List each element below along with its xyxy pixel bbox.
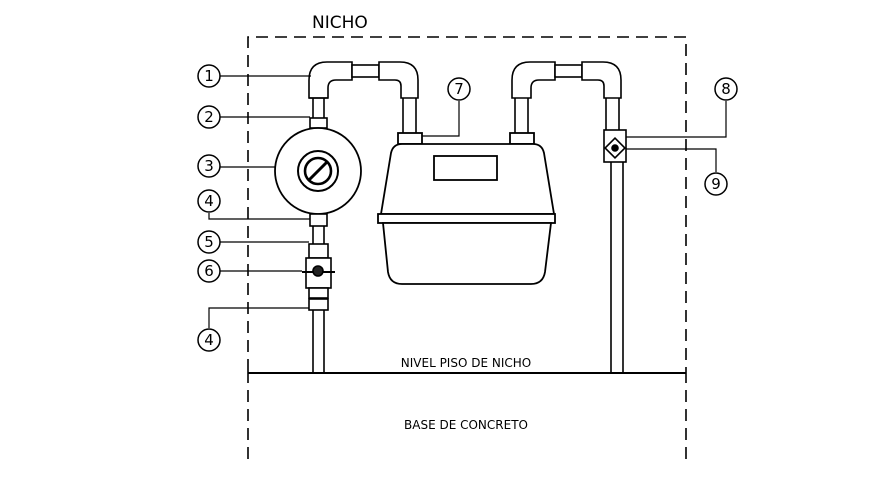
callout-4-upper: 4 xyxy=(197,189,221,213)
inlet-drop-to-meter xyxy=(402,98,417,133)
niche-dashed-outline xyxy=(247,36,687,371)
callout-6: 6 xyxy=(197,259,221,283)
callout-1: 1 xyxy=(197,64,221,88)
floor-level-label: NIVEL PISO DE NICHO xyxy=(401,356,531,370)
svg-text:3: 3 xyxy=(204,157,214,175)
callout-7: 7 xyxy=(447,77,471,101)
ball-valve xyxy=(302,243,335,299)
svg-text:6: 6 xyxy=(204,262,214,280)
outlet-pipe xyxy=(511,61,624,372)
svg-text:4: 4 xyxy=(204,331,214,349)
callout-5: 5 xyxy=(197,230,221,254)
svg-text:4: 4 xyxy=(204,192,214,210)
inlet-pipe xyxy=(312,96,325,372)
callout-2: 2 xyxy=(197,105,221,129)
outlet-valve xyxy=(603,129,627,163)
svg-text:1: 1 xyxy=(204,67,214,85)
callout-4-lower: 4 xyxy=(197,328,221,352)
gas-meter xyxy=(377,132,556,285)
gas-regulator xyxy=(274,127,362,215)
callout-8: 8 xyxy=(714,77,738,101)
svg-text:5: 5 xyxy=(204,233,214,251)
niche-title: NICHO xyxy=(312,13,368,33)
callout-9: 9 xyxy=(704,172,728,196)
svg-text:7: 7 xyxy=(454,80,464,98)
svg-text:8: 8 xyxy=(721,80,731,98)
callout-3: 3 xyxy=(197,154,221,178)
upper-regulator-fitting xyxy=(309,117,328,129)
lower-regulator-fitting xyxy=(309,213,328,227)
inlet-u-bend xyxy=(308,61,419,99)
lower-union-fitting xyxy=(308,298,329,311)
svg-text:9: 9 xyxy=(711,175,721,193)
concrete-base-label: BASE DE CONCRETO xyxy=(404,418,528,432)
callout-leaders xyxy=(208,75,727,328)
svg-text:2: 2 xyxy=(204,108,214,126)
